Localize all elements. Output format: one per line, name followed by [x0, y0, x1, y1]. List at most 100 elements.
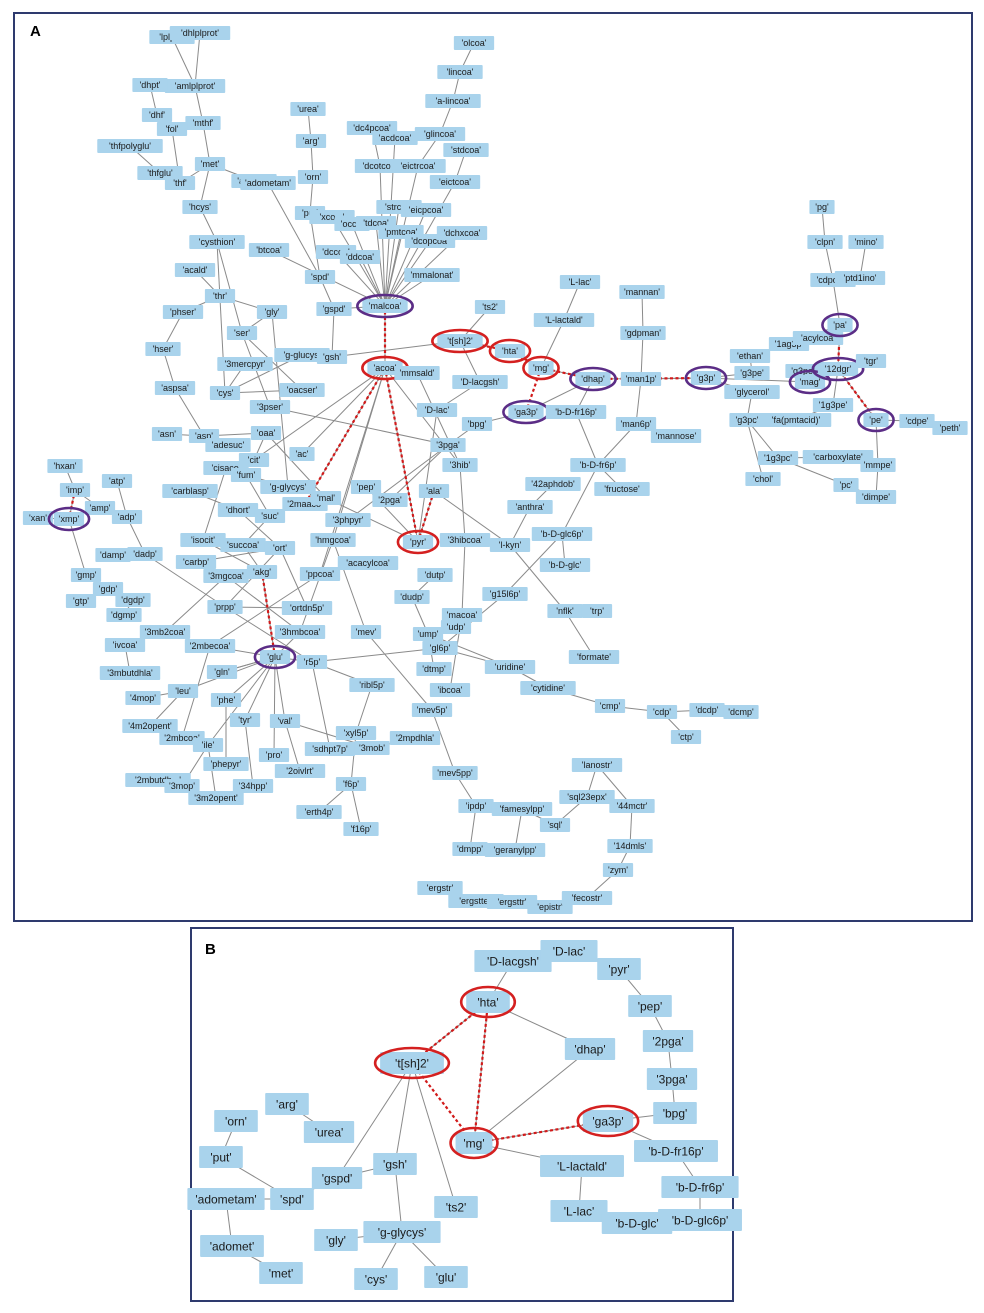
node-label: 'gdpman': [625, 328, 661, 338]
node-ga3p: 'ga3p': [576, 1104, 640, 1138]
red-highlight-ring: [449, 1126, 499, 1160]
node-acacylcoa: 'acacylcoa': [337, 556, 399, 570]
node-uridine: 'uridine': [484, 660, 536, 674]
node-gly: 'gly': [256, 305, 288, 319]
node-label: 'strcoa': [385, 202, 413, 212]
node-label: 'mannose': [656, 431, 697, 441]
node-label: 'ser': [234, 328, 250, 338]
node-label: 'mg': [533, 363, 549, 373]
node-label: 'fecostr': [572, 893, 603, 903]
purple-highlight-ring: [821, 312, 859, 338]
node-label: 'eicpcoa': [409, 205, 444, 215]
node-label: 'L-lactald': [545, 315, 583, 325]
node-damp: 'damp': [95, 548, 131, 562]
node-glu: 'glu': [424, 1266, 468, 1288]
purple-highlight-ring: [47, 506, 91, 532]
edge: [171, 36, 196, 87]
node-bDfr16p: 'b-D-fr16p': [634, 1140, 718, 1162]
node-label: 'amp': [90, 503, 111, 513]
node-label: 'dgmp': [111, 610, 137, 620]
edge: [144, 553, 226, 608]
node-alincoa: 'a-lincoa': [425, 94, 481, 108]
node-label: 'trp': [590, 606, 604, 616]
edge: [347, 444, 449, 521]
node-sdhpt7p: 'sdhpt7p': [304, 742, 356, 756]
node-adesuc: 'adesuc': [205, 438, 251, 452]
node-label: 'phser': [170, 307, 196, 317]
node-oacser: 'oacser': [279, 383, 325, 397]
node-label: 'acdcoa': [379, 133, 412, 143]
node-fapmtacid: 'fa(pmtacid)': [760, 413, 832, 427]
node-label: 'mev5p': [417, 705, 448, 715]
node-label: 'oaa': [257, 428, 276, 438]
node-label: 'zym': [608, 865, 628, 875]
red-highlight-ring: [522, 355, 560, 381]
red-highlight-ring: [459, 985, 517, 1019]
node-label: 'eictcoa': [439, 177, 471, 187]
edge: [207, 656, 276, 746]
node-label: '2mbecoa': [190, 641, 231, 651]
node-put: 'put': [199, 1146, 243, 1168]
node-mev: 'mev': [350, 625, 382, 639]
node-ctp: 'ctp': [670, 730, 702, 744]
node-label: 'g15l6p': [490, 589, 521, 599]
node-label: 'dhf': [149, 110, 165, 120]
node-mmalonat: 'mmalonat': [404, 268, 460, 282]
edge: [244, 719, 254, 787]
edge: [216, 241, 243, 334]
node-label: 'b-D-glc6p': [672, 1213, 729, 1227]
node-label: 'a-lincoa': [436, 96, 471, 106]
node-g3pc: 'g3pc': [729, 413, 765, 427]
node-3mercpyr: '3mercpyr': [217, 357, 273, 371]
node-label: 'ribl5p': [359, 680, 385, 690]
node-label: 'dhort': [226, 505, 250, 515]
node-42aphdob: '42aphdob': [525, 477, 581, 491]
edge: [299, 539, 334, 633]
node-label: 'D-lacgsh': [461, 377, 500, 387]
panel-a-nodes: 'lplpro''dhlplprot''amlplprot''dhpt''dhf…: [22, 26, 968, 914]
node-label: 'ala': [426, 486, 442, 496]
node-label: 'imp': [66, 485, 84, 495]
node-Llac: 'L-lac': [550, 1200, 608, 1222]
node-label: 'cit': [248, 455, 261, 465]
node-dhap: 'dhap': [569, 366, 617, 392]
node-acdcoa: 'acdcoa': [372, 131, 418, 145]
node-3hibcoa: '3hibcoa': [439, 533, 491, 547]
node-label: 'bpg': [468, 419, 487, 429]
node-label: '3hib': [450, 460, 471, 470]
node-label: 'ortdn5p': [290, 603, 324, 613]
node-adometam: 'adometam': [240, 176, 296, 190]
node-adp: 'adp': [111, 510, 143, 524]
node-acoa: 'acoa': [361, 355, 409, 381]
node-label: 'pc': [840, 480, 853, 490]
node-2pga: '2pga': [642, 1030, 694, 1052]
node-ipdp: 'ipdp': [458, 799, 494, 813]
node-gtp: 'gtp': [65, 594, 97, 608]
node-label: 'mev5pp': [437, 768, 473, 778]
node-tgr: 'tgr': [855, 354, 887, 368]
node-bDglc: 'b-D-glc': [601, 1212, 673, 1234]
node-4m2opent: '4m2opent': [122, 719, 178, 733]
node-macoa: 'macoa': [441, 608, 483, 622]
node-label: 'dtmp': [422, 664, 446, 674]
node-label: 'pep': [638, 999, 663, 1013]
edge: [389, 444, 449, 501]
node-ump: 'ump': [412, 627, 444, 641]
node-nflk: 'nflk': [547, 604, 583, 618]
node-g3pe: 'g3pe': [734, 366, 770, 380]
node-3pser: '3pser': [249, 400, 291, 414]
node-label: 'tdcoa': [363, 218, 389, 228]
node-label: 'D-lac': [425, 405, 450, 415]
edge: [384, 231, 402, 307]
edge: [575, 411, 599, 466]
node-label: '2maaco': [287, 499, 323, 509]
node-label: 'gln': [214, 667, 230, 677]
node-label: 'cysthion': [199, 237, 236, 247]
node-ggly: 'g-glycys': [363, 1221, 441, 1243]
edge: [365, 631, 433, 711]
node-3m2opent: '3m2opent': [188, 791, 244, 805]
node-label: 'g3p': [697, 373, 716, 383]
node-fructose: 'fructose': [594, 482, 650, 496]
node-label: '3mbutdhla': [107, 668, 153, 678]
node-label: 'urea': [315, 1125, 344, 1139]
